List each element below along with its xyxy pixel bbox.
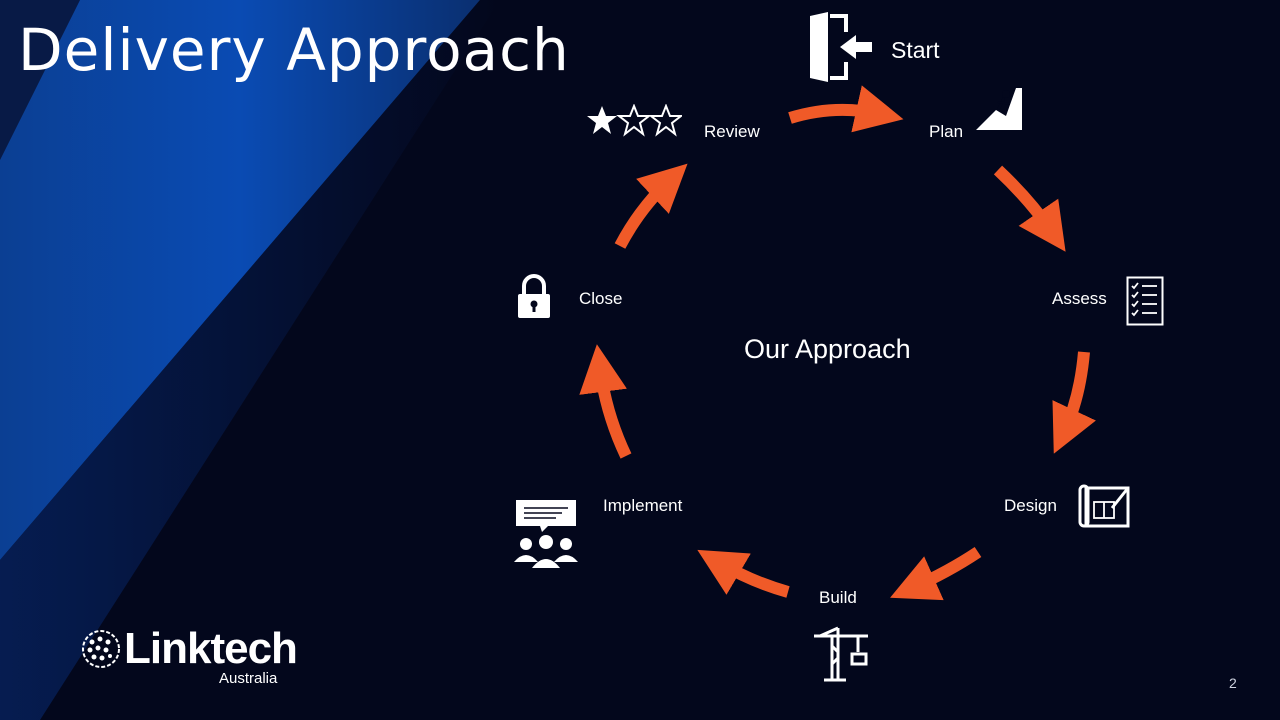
arrow-build-to-implement bbox=[697, 549, 790, 598]
page-number: 2 bbox=[1229, 675, 1237, 691]
presentation-team-icon bbox=[514, 500, 578, 568]
climbing-icon bbox=[976, 88, 1022, 130]
step-label-review: Review bbox=[704, 122, 760, 141]
arrow-close-to-review bbox=[614, 163, 688, 249]
star-rating-icon bbox=[587, 104, 682, 137]
step-label-design: Design bbox=[1004, 496, 1057, 515]
start-label: Start bbox=[891, 37, 940, 63]
checklist-icon bbox=[1126, 276, 1164, 326]
arrow-review-to-plan bbox=[788, 85, 904, 133]
arrow-assess-to-design bbox=[1052, 351, 1096, 454]
globe-logo-icon bbox=[82, 630, 120, 668]
arrow-design-to-build bbox=[890, 547, 982, 601]
step-label-close: Close bbox=[579, 289, 623, 308]
step-label-build: Build bbox=[819, 588, 857, 607]
step-label-assess: Assess bbox=[1052, 289, 1107, 308]
crane-icon bbox=[814, 626, 868, 682]
door-enter-icon bbox=[810, 12, 872, 82]
step-label-plan: Plan bbox=[929, 122, 964, 141]
logo-wordmark: Linktech bbox=[124, 624, 298, 673]
step-label-implement: Implement bbox=[603, 496, 683, 515]
blueprint-icon bbox=[1078, 484, 1130, 528]
arrow-plan-to-assess bbox=[993, 165, 1066, 252]
padlock-icon bbox=[518, 274, 550, 318]
slide-title: Delivery Approach bbox=[18, 16, 570, 84]
arrow-implement-to-close bbox=[579, 344, 632, 459]
logo-subtitle: Australia bbox=[219, 670, 278, 687]
center-label: Our Approach bbox=[744, 334, 911, 364]
